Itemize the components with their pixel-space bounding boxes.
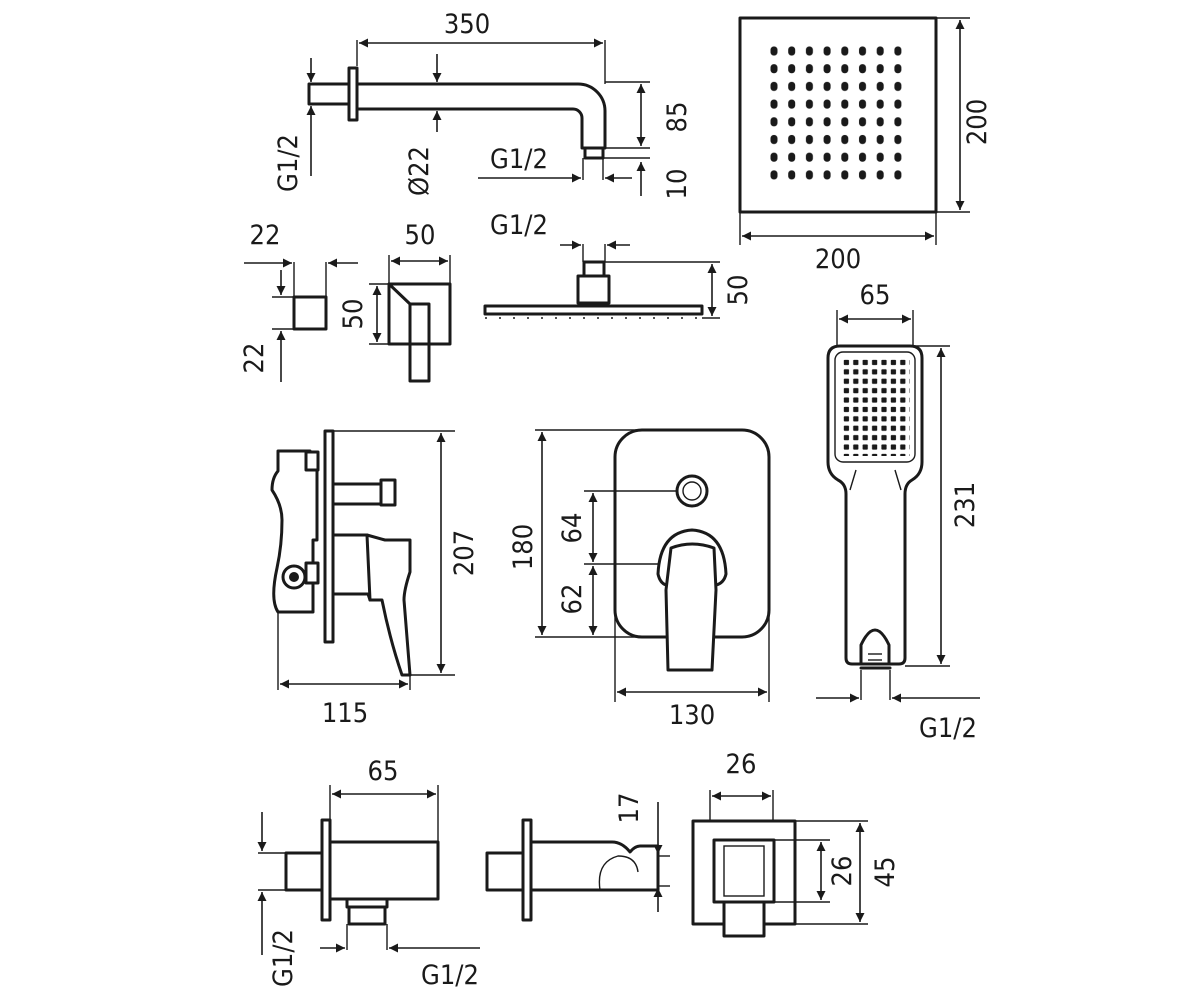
wall-flange: [292, 295, 328, 331]
rain-thread-label: G1/2: [490, 210, 548, 241]
mixer-side-dimensions: [277, 430, 455, 690]
mixer-height-label: 207: [449, 530, 480, 576]
shower-holder-side: [485, 818, 660, 922]
plate-height-label: 180: [508, 524, 539, 570]
knob-offset-label: 64: [557, 513, 588, 544]
plate-width-label: 130: [669, 700, 715, 731]
wall-flange-dimensions: [244, 258, 358, 382]
holder-front-width-label: 26: [726, 749, 757, 780]
head-width-label: 200: [815, 244, 861, 275]
wall-elbow-outlet: [284, 818, 440, 926]
flange-width-label: 22: [250, 220, 281, 251]
elbow-width-label: 65: [368, 756, 399, 787]
flange-height-label: 22: [239, 343, 270, 374]
diverter-handle-dimensions: [369, 255, 451, 345]
shower-holder-dimensions: [653, 802, 670, 912]
shower-holder-front-dimensions: [709, 790, 868, 925]
wall-elbow-dimensions: [257, 785, 480, 955]
arm-outlet-thread-label: G1/2: [490, 144, 548, 175]
holder-plate-label: 45: [870, 857, 901, 888]
rain-head-side: [483, 260, 704, 319]
handle-width-label: 50: [405, 220, 436, 251]
shower-head-square: [738, 16, 938, 214]
mixer-body-side: [270, 429, 412, 677]
mixer-depth-label: 115: [322, 698, 368, 729]
arm-diameter-label: Ø22: [404, 146, 435, 196]
shower-holder-front: [691, 819, 797, 938]
rain-head-dimensions: [560, 240, 720, 319]
rain-height-label: 50: [723, 275, 754, 306]
hand-shower: [826, 344, 924, 670]
arm-length-label: 350: [444, 9, 490, 40]
shower-arm: [307, 66, 607, 160]
shower-arm-dimensions: [306, 38, 650, 196]
arm-drop-label: 85: [662, 102, 693, 133]
lever-offset-label: 62: [557, 584, 588, 615]
arm-outlet-height-label: 10: [662, 169, 693, 200]
hand-width-label: 65: [860, 280, 891, 311]
hand-shower-dimensions: [816, 310, 980, 703]
shower-head-dimensions: [739, 17, 970, 245]
elbow-out-thread-label: G1/2: [421, 960, 479, 991]
handle-height-label: 50: [338, 299, 369, 330]
cover-plate-dimensions: [535, 429, 770, 702]
mixer-cover-plate: [613, 428, 771, 672]
head-height-label: 200: [962, 99, 993, 145]
holder-height-label: 17: [614, 793, 645, 824]
hand-thread-label: G1/2: [919, 713, 977, 744]
diverter-handle: [387, 282, 452, 383]
holder-inner-label: 26: [827, 856, 858, 887]
arm-thread-label: G1/2: [273, 134, 304, 192]
elbow-in-thread-label: G1/2: [268, 929, 299, 987]
hand-length-label: 231: [950, 482, 981, 528]
